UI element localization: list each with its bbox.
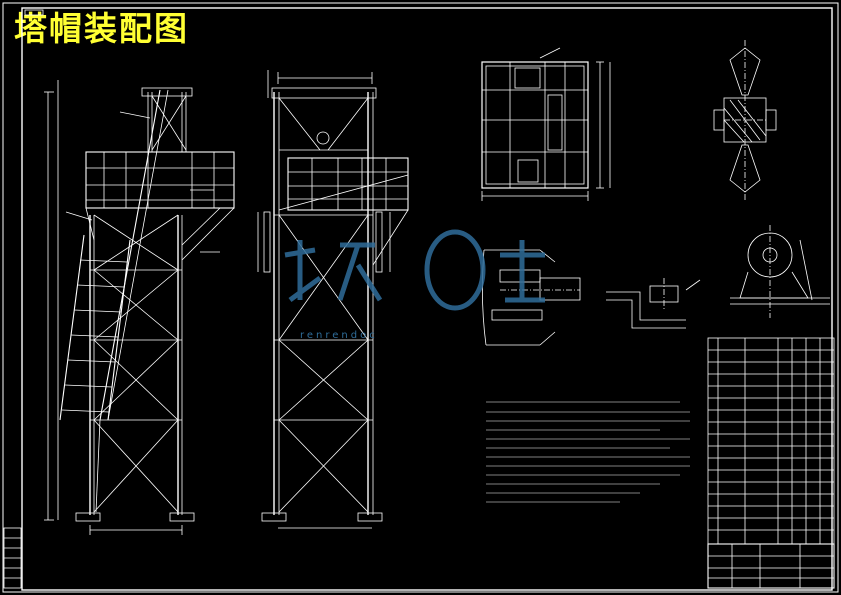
stamp-box xyxy=(24,9,44,16)
binding-strip xyxy=(3,527,22,589)
inner-border xyxy=(21,7,833,591)
plan-view xyxy=(481,47,611,201)
pulley-section-view xyxy=(713,40,777,200)
title-block xyxy=(707,543,835,589)
detail-section-b xyxy=(606,278,701,329)
pulley-bracket-view xyxy=(730,225,830,318)
watermark-logo xyxy=(284,229,545,311)
watermark-text: renrendoc xyxy=(300,330,378,341)
front-elevation-view xyxy=(257,70,409,529)
side-elevation-view xyxy=(44,80,235,535)
technical-notes-block xyxy=(486,401,690,503)
bill-of-materials-table xyxy=(707,337,835,545)
detail-section-a xyxy=(482,249,581,346)
drawing-title: 塔帽装配图 xyxy=(14,9,189,48)
